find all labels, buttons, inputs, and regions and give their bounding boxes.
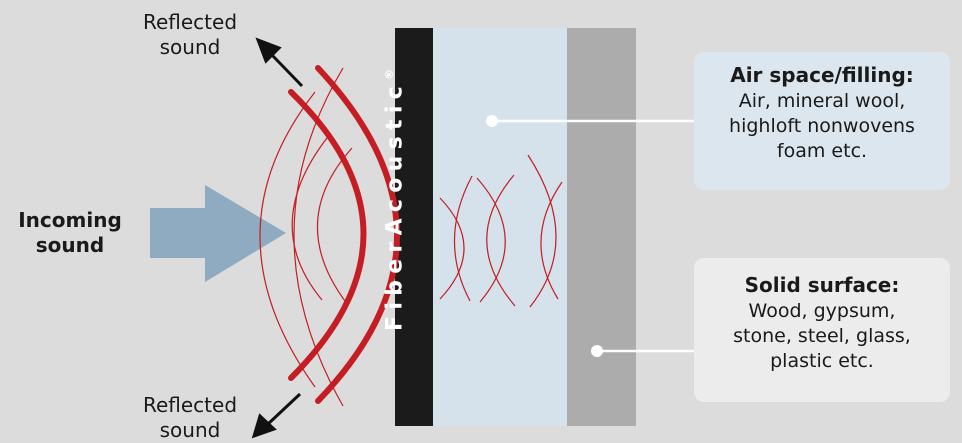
label-line: sound <box>159 35 221 59</box>
incoming-sound-label: Incoming sound <box>0 208 140 258</box>
incoming-sound-arrow <box>150 185 286 282</box>
air-space-layer <box>431 28 569 426</box>
brand-name: FiberAcoustic <box>382 79 408 332</box>
brand-registered-mark: ® <box>383 68 397 80</box>
reflected-wave-arc-thick <box>315 65 400 404</box>
transmitted-wave-arc <box>527 154 557 308</box>
reflected-sound-label-bottom: Reflected sound <box>110 393 270 443</box>
air-box-line: highloft nonwovens <box>729 115 915 137</box>
transmitted-wave-arc <box>486 174 516 307</box>
solid-box-line: stone, steel, glass, <box>733 325 911 347</box>
reflected-arrow-top-head <box>255 37 282 64</box>
solid-surface-marker-dot <box>591 345 603 357</box>
transmitted-wave-arc <box>540 181 563 300</box>
reflected-wave-arc-thin <box>291 137 328 301</box>
label-line: sound <box>159 418 221 442</box>
solid-box-line: Wood, gypsum, <box>748 300 896 322</box>
reflected-wave-arc-thick <box>288 89 367 381</box>
solid-box-title: Solid surface: <box>744 273 900 297</box>
reflected-sound-label-top: Reflected sound <box>110 10 270 60</box>
label-line: Reflected <box>142 10 238 34</box>
reflected-arrow-bottom-shaft <box>266 392 302 426</box>
label-line: Incoming <box>18 208 122 232</box>
air-space-marker-dot <box>486 115 498 127</box>
air-space-info-box: Air space/filling: Air, mineral wool, hi… <box>694 52 950 190</box>
label-line: Reflected <box>142 393 238 417</box>
transmitted-wave-arc <box>439 197 465 300</box>
air-box-line: Air, mineral wool, <box>738 90 906 112</box>
reflected-wave-arc-thin <box>316 147 353 306</box>
transmitted-wave-arc <box>476 177 506 303</box>
solid-surface-info-box: Solid surface: Wood, gypsum, stone, stee… <box>694 258 950 402</box>
reflected-wave-arc-thin <box>293 67 344 407</box>
solid-surface-layer <box>567 28 636 426</box>
reflected-arrow-bottom-head <box>251 413 277 439</box>
air-box-line: foam etc. <box>776 140 868 162</box>
label-line: sound <box>35 233 105 257</box>
transmitted-wave-arc <box>453 175 473 302</box>
fiberacoustic-layer <box>395 28 433 426</box>
air-box-title: Air space/filling: <box>730 63 914 87</box>
reflected-arrow-top-shaft <box>269 52 304 88</box>
solid-box-line: plastic etc. <box>770 350 874 372</box>
reflected-wave-arc-thin <box>259 91 316 388</box>
brand-label: FiberAcoustic® <box>383 69 408 331</box>
